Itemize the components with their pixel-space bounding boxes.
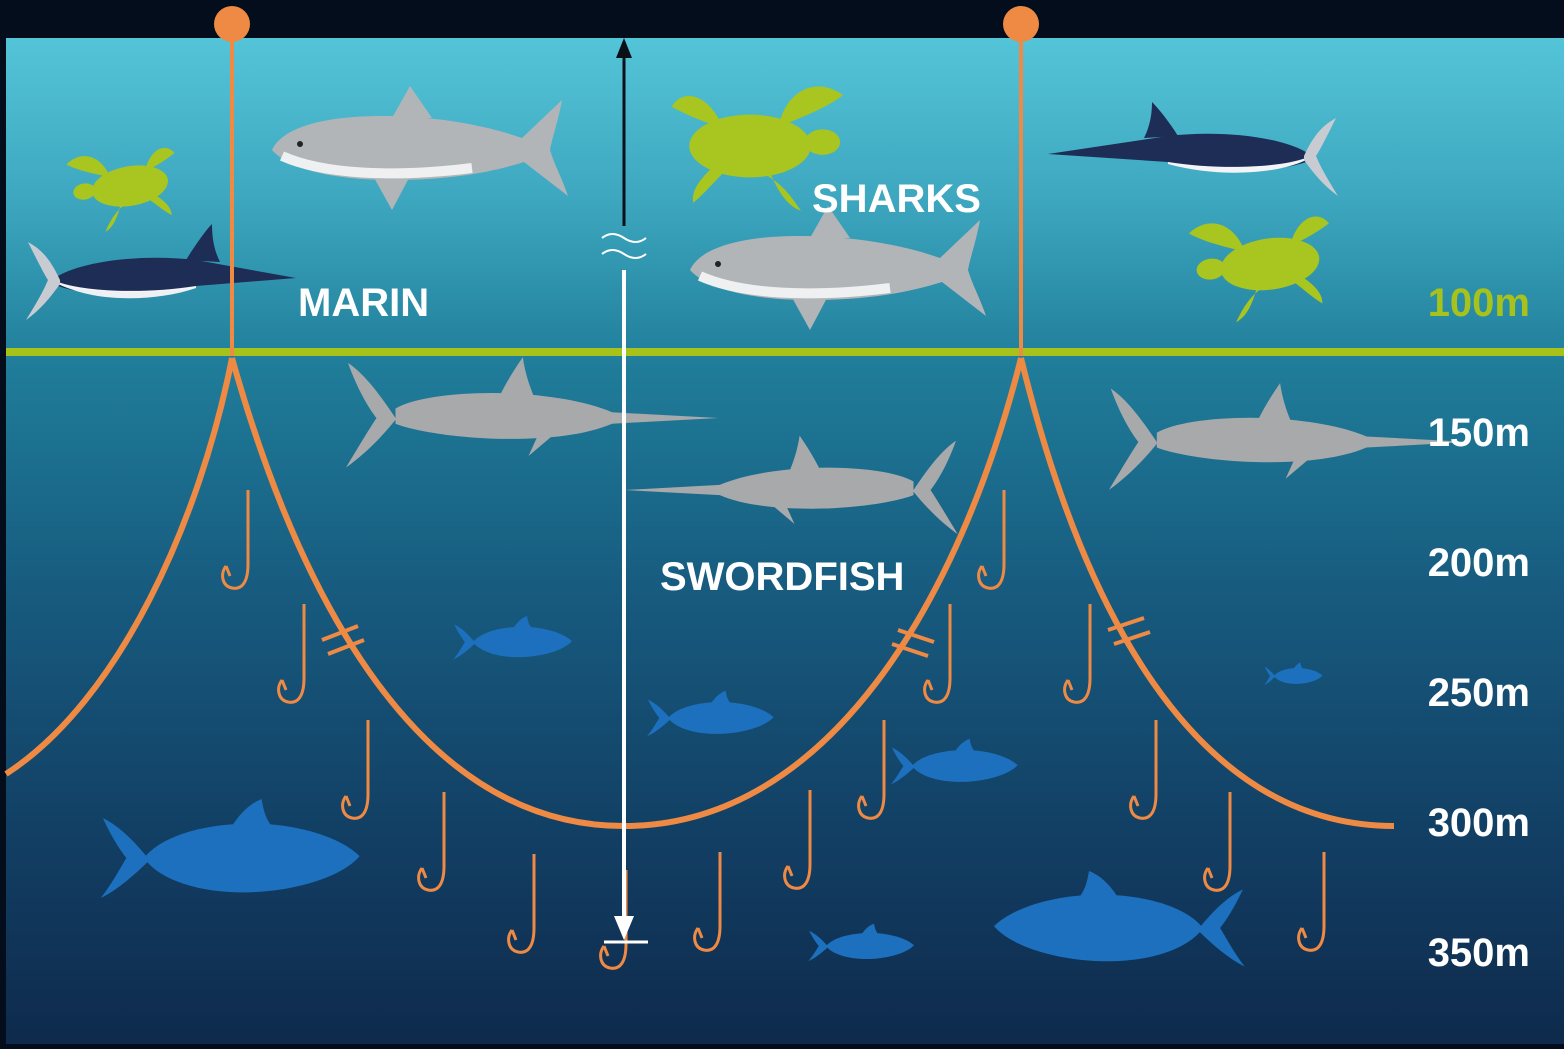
depth-label-300m: 300m xyxy=(1428,801,1530,845)
depth-label-100m: 100m xyxy=(1428,281,1530,325)
buoy-right xyxy=(1003,6,1039,42)
label-marin: MARIN xyxy=(298,281,429,325)
depth-label-350m: 350m xyxy=(1428,931,1530,975)
depth-label-250m: 250m xyxy=(1428,671,1530,715)
label-swordfish: SWORDFISH xyxy=(660,555,904,599)
depth-label-150m: 150m xyxy=(1428,411,1530,455)
thermocline-line-100m xyxy=(6,348,1564,356)
label-sharks: SHARKS xyxy=(812,177,981,221)
depth-label-200m: 200m xyxy=(1428,541,1530,585)
buoy-left xyxy=(214,6,250,42)
